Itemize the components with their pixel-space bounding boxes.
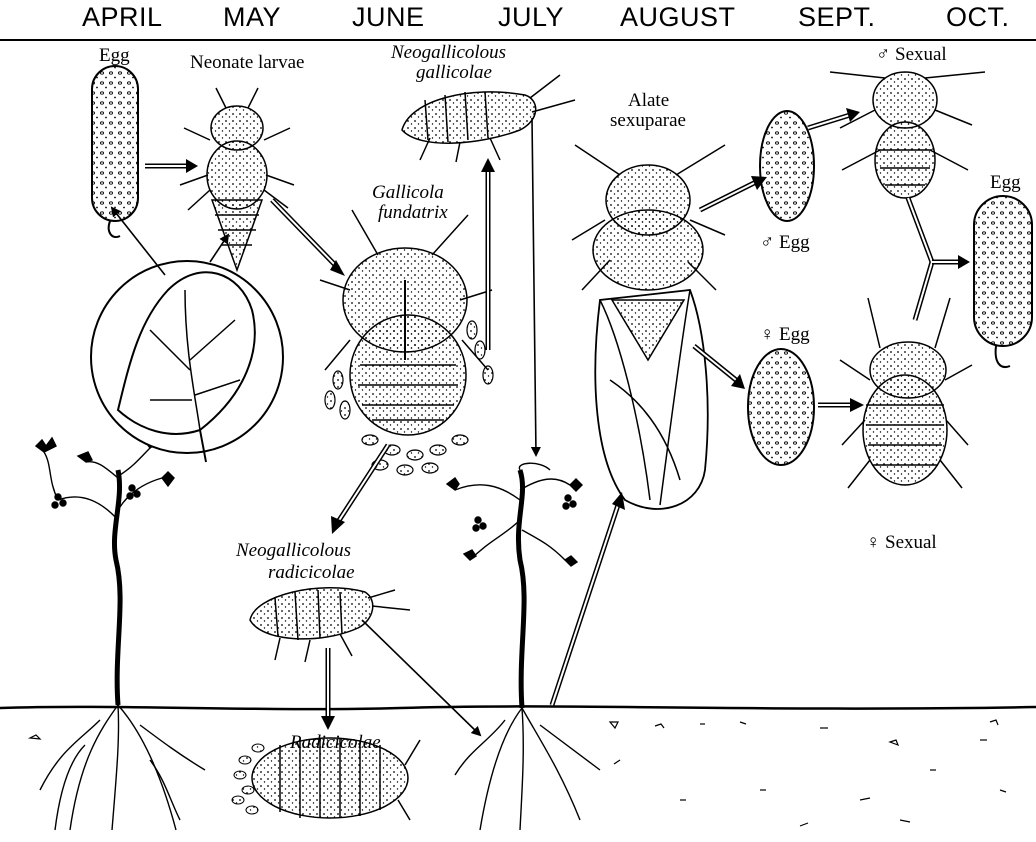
female-egg [748,349,814,465]
male-egg [760,111,814,221]
label-neogallicolous-radicicolae-1: Neogallicolous [236,540,351,562]
grapevine-left [36,436,205,830]
leaf-inset [91,261,283,462]
arrow-gallicolae-down [532,118,536,455]
label-neogallicolous-gallicolae-2: gallicolae [416,62,492,84]
label-sexuparae-2: sexuparae [610,110,686,132]
male-sexual [830,72,985,198]
neonate-larvae [180,88,294,270]
arrow-to-female-sexual [850,398,864,412]
ground-line [0,706,1036,709]
female-sexual [840,298,972,488]
egg-end [974,196,1032,367]
label-egg-start: Egg [99,45,130,67]
arrow-to-radicicolae [321,716,335,730]
neogallicolous-gallicolae [402,75,575,162]
label-female-egg: ♀ Egg [760,324,810,346]
alate-sexuparae [572,145,725,509]
soil-specks [30,720,1006,826]
egg-start [92,66,138,237]
arrow-fundatrix-to-gallicolae [481,158,495,172]
label-alate-1: Alate [628,90,669,112]
arrow-radicicolae-to-root [362,620,480,735]
arrow-to-male-sexual [846,108,860,122]
label-fundatrix-2: fundatrix [378,202,448,224]
label-female-sexual: ♀ Sexual [866,532,937,554]
label-egg-end: Egg [990,172,1021,194]
arrow-to-final-egg [958,255,970,269]
label-neogallicolous-gallicolae-1: Neogallicolous [391,42,506,64]
label-radicicolae: Radicicolae [290,732,381,754]
grapevine-middle [447,463,600,830]
label-male-egg: ♂ Egg [760,232,810,254]
label-male-sexual: ♂ Sexual [876,44,947,66]
label-gallicola-1: Gallicola [372,182,444,204]
label-neogallicolous-radicicolae-2: radicicolae [268,562,355,584]
label-neonate-larvae: Neonate larvae [190,52,304,74]
